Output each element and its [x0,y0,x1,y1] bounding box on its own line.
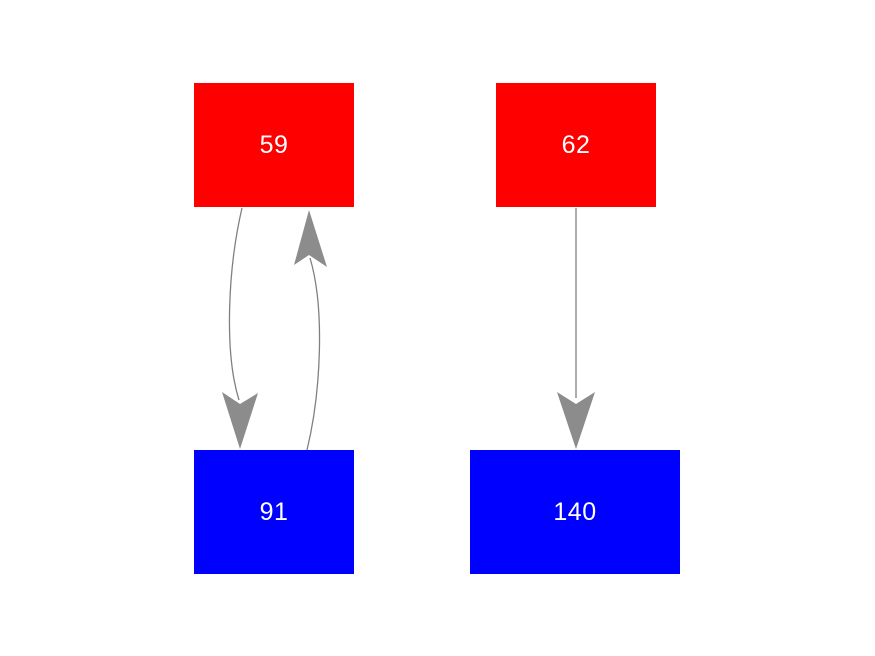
edge-62-to-140[interactable] [557,208,595,449]
edge-59-to-91-arrowhead [222,392,258,449]
node-62[interactable]: 62 [496,83,656,207]
edge-59-to-91-line [228,207,243,401]
edge-91-to-59-line [306,257,321,451]
node-59[interactable]: 59 [194,83,354,207]
node-91[interactable]: 91 [194,450,354,574]
edge-62-to-140-arrowhead [557,392,595,449]
node-62-label: 62 [561,130,591,159]
edge-91-to-59[interactable] [294,210,327,451]
edge-91-to-59-arrowhead [294,210,327,267]
node-91-label: 91 [259,497,289,526]
node-59-label: 59 [259,130,289,159]
node-140-label: 140 [553,497,597,526]
node-140[interactable]: 140 [470,450,680,574]
edge-59-to-91[interactable] [222,207,258,449]
